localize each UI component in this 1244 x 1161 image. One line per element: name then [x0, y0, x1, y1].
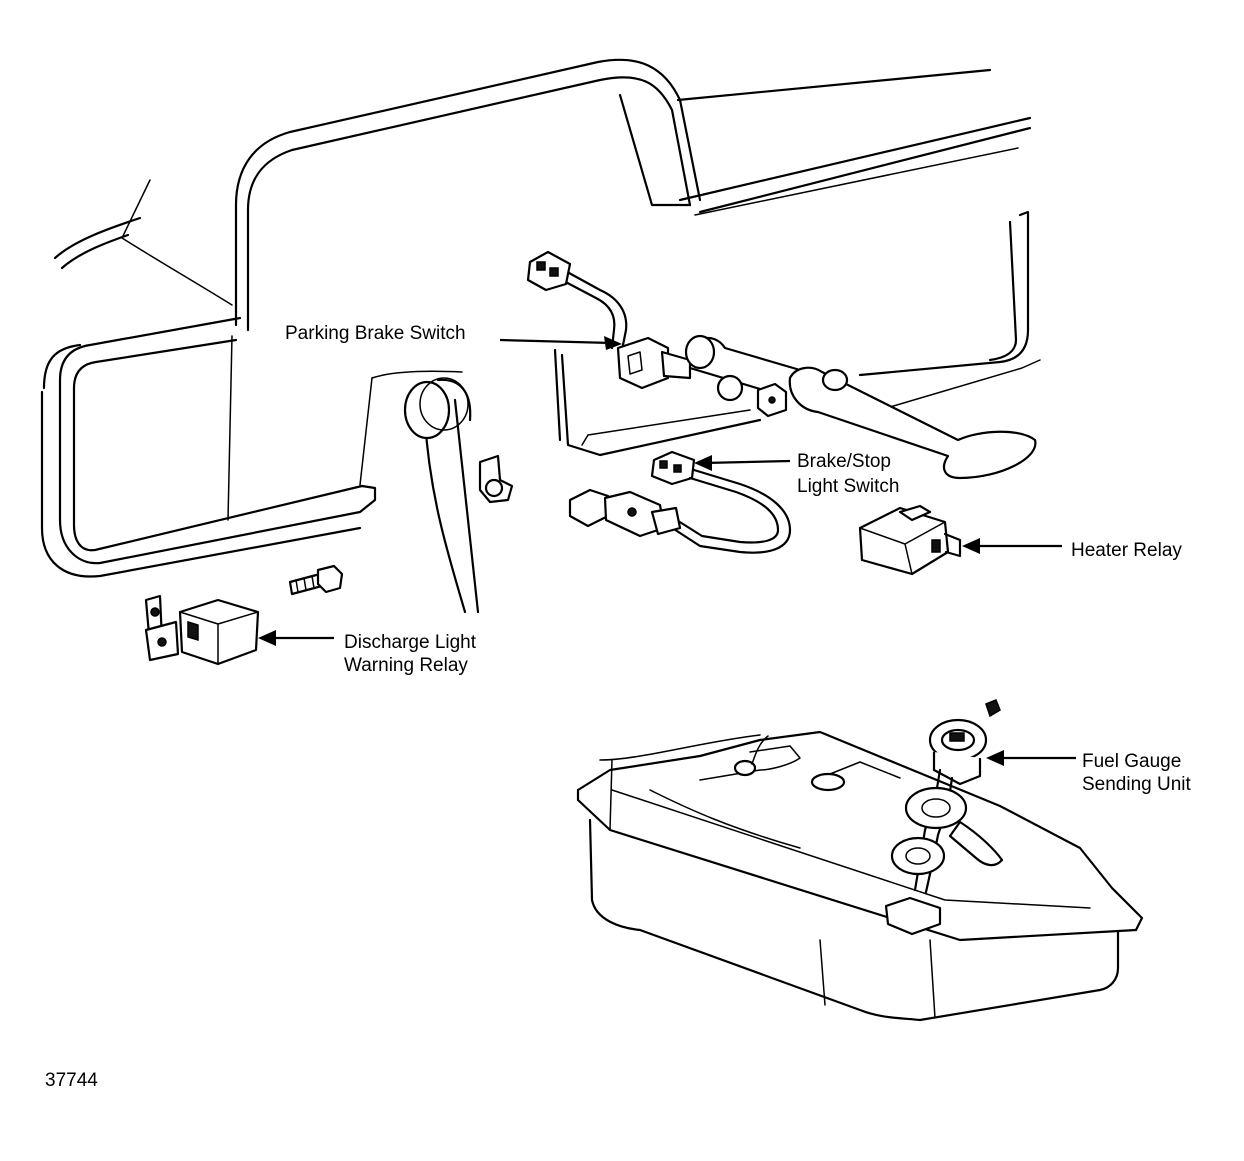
callout-labels: Parking Brake Switch Brake/Stop Light Sw… [45, 323, 1192, 1091]
fuel-gauge-sending-unit-arrowhead [986, 750, 1004, 766]
fuel-gauge-sending-unit [884, 699, 1004, 936]
fuel-gauge-sending-unit-label-line1: Fuel Gauge [1082, 751, 1181, 772]
discharge-light-warning-relay-label-line2: Warning Relay [344, 655, 468, 676]
discharge-light-warning-relay-label-line1: Discharge Light [344, 632, 477, 653]
brake-stop-light-switch-assembly [568, 450, 792, 554]
leader-lines [258, 336, 1076, 766]
parking-brake-switch-arrowhead [604, 336, 622, 350]
discharge-light-warning-relay [144, 594, 260, 666]
brake-stop-light-switch-leader [703, 459, 791, 465]
heater-relay-label: Heater Relay [1071, 540, 1182, 561]
parking-brake-connector [526, 250, 572, 292]
brake-stop-light-switch-label-line1: Brake/Stop [797, 451, 891, 472]
brake-stop-light-switch [568, 488, 682, 538]
brake-stop-light-switch-connector [650, 450, 696, 486]
parking-brake-switch [616, 336, 692, 390]
discharge-light-warning-relay-arrowhead [258, 630, 276, 646]
brake-stop-light-switch-arrowhead [694, 455, 712, 471]
parking-brake-switch-leader [499, 338, 613, 345]
vehicle-body-outline [40, 58, 1041, 578]
heater-relay-arrowhead [962, 538, 980, 554]
fuel-gauge-sending-unit-label-line2: Sending Unit [1082, 774, 1192, 795]
parking-brake-clip [756, 382, 788, 418]
brake-stop-light-switch-label-line2: Light Switch [797, 476, 899, 497]
parking-brake-switch-label: Parking Brake Switch [285, 323, 466, 344]
parking-brake-assembly [526, 250, 1037, 480]
fuel-tank [576, 730, 1144, 1022]
mounting-bolt [288, 564, 344, 596]
brake-pedal-arm [403, 377, 514, 614]
figure-number: 37744 [45, 1070, 98, 1091]
heater-relay [858, 504, 962, 576]
